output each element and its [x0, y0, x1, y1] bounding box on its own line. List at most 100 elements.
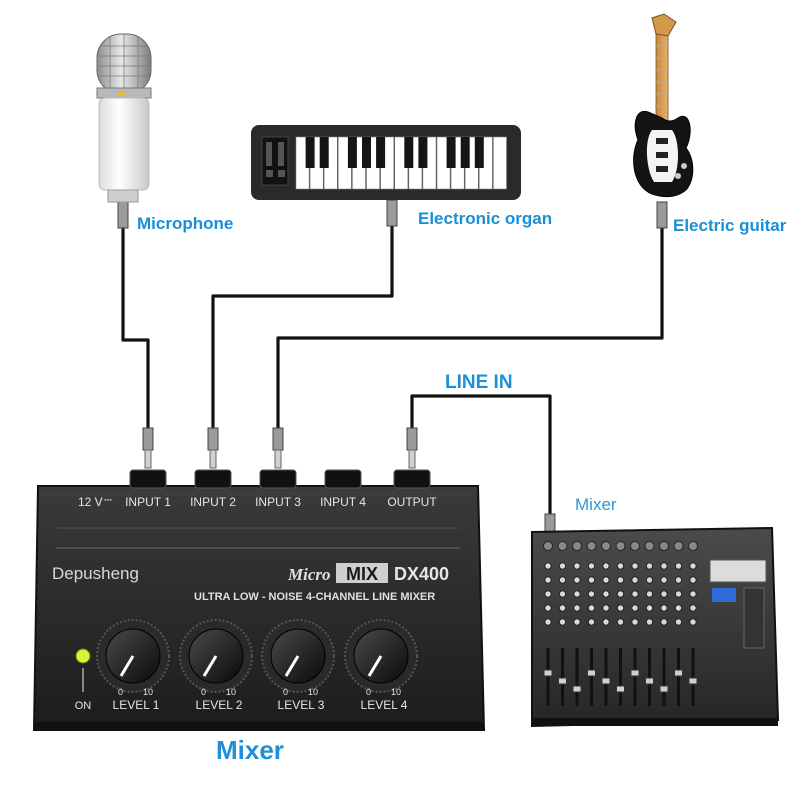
xlr-jack: [673, 541, 684, 551]
cable-microphone: [121, 228, 150, 430]
cable-line-in: [410, 394, 552, 518]
console-knob: [616, 590, 625, 598]
xlr-jack: [659, 541, 669, 551]
logo-mix: MIX: [346, 564, 378, 584]
console-knob: [660, 590, 668, 598]
console-knob: [573, 576, 581, 584]
brand-name: Depusheng: [52, 564, 139, 583]
fader-cap: [587, 669, 596, 677]
fader-cap: [572, 685, 582, 693]
fader-cap: [674, 669, 683, 677]
device-subtitle: ULTRA LOW - NOISE 4-CHANNEL LINE MIXER: [194, 591, 435, 603]
console-knob: [602, 590, 610, 598]
on-label: ON: [75, 700, 92, 712]
console-knob: [558, 590, 567, 598]
xlr-jack: [572, 541, 582, 551]
console-knob: [573, 604, 581, 612]
fader-track: [662, 648, 666, 706]
black-key: [319, 137, 329, 168]
device-text: 12 V ⎓ INPUT 1 INPUT 2 INPUT 3 INPUT 4 O…: [52, 495, 449, 712]
knob-max: 10: [308, 687, 318, 697]
xlr-jack: [630, 541, 640, 551]
input-label: INPUT 4: [320, 495, 366, 509]
fader-track: [648, 648, 651, 706]
console-knob: [616, 604, 625, 612]
black-key: [362, 137, 371, 168]
cable-guitar: [276, 228, 664, 430]
console-knob: [660, 604, 668, 612]
console-knob: [689, 562, 697, 570]
console-knob: [573, 590, 581, 598]
console-knob: [587, 576, 596, 584]
console-knob: [573, 562, 581, 570]
console-knob: [645, 562, 654, 570]
fader-track: [561, 648, 564, 706]
label-microphone: Microphone: [137, 214, 234, 233]
plug-microphone: [117, 201, 129, 229]
knob-level-2: [179, 619, 253, 693]
fader-track: [633, 648, 637, 706]
level-label: LEVEL 4: [361, 698, 408, 712]
console-knob: [689, 604, 697, 612]
label-electric-guitar: Electric guitar: [673, 216, 787, 235]
guitar-icon: [633, 13, 694, 198]
knob-max: 10: [143, 687, 153, 697]
cable-organ: [211, 225, 394, 430]
keyboard-icon: [251, 125, 521, 200]
knob-max: 10: [391, 687, 401, 697]
console-knob: [689, 576, 697, 584]
console-knob: [631, 590, 639, 598]
black-key: [376, 137, 386, 168]
fader-track: [546, 648, 550, 706]
mixing-console-icon: [531, 526, 780, 728]
console-knob: [631, 562, 639, 570]
console-knob: [660, 562, 668, 570]
label-line-in: LINE IN: [445, 372, 513, 393]
xlr-jack: [644, 541, 655, 551]
console-knob: [674, 604, 683, 612]
black-key: [347, 137, 357, 168]
input-label: INPUT 1: [125, 495, 171, 509]
console-knob: [544, 590, 552, 598]
output-label: OUTPUT: [387, 495, 437, 509]
fader-cap: [543, 669, 553, 677]
console-knob: [544, 618, 552, 626]
fader-track: [677, 648, 680, 706]
model-name: DX400: [394, 564, 449, 584]
fader-cap: [558, 677, 567, 685]
console-knob: [587, 618, 596, 626]
knob-max: 10: [226, 687, 236, 697]
fader-cap: [659, 685, 669, 693]
fader-cap: [601, 677, 611, 685]
console-knob: [573, 618, 581, 626]
console-knob: [674, 590, 683, 598]
fader-track: [604, 648, 608, 706]
xlr-jack: [543, 541, 553, 551]
black-key: [474, 137, 484, 168]
black-key: [418, 137, 428, 168]
console-channel-strips: [543, 541, 698, 706]
fader-cap: [645, 677, 654, 685]
plugs: [117, 199, 668, 553]
microphone-icon: [96, 33, 152, 203]
console-knob: [631, 604, 639, 612]
console-knob: [660, 576, 668, 584]
console-knob: [602, 618, 610, 626]
power-led: [75, 648, 91, 664]
console-knob: [689, 590, 697, 598]
keyboard-black-keys: [305, 137, 484, 168]
xlr-jack: [601, 541, 611, 551]
fader-track: [691, 648, 695, 706]
console-knob: [544, 562, 552, 570]
console-knob: [645, 604, 654, 612]
console-knob: [558, 562, 567, 570]
fader-cap: [616, 685, 625, 693]
label-mixer-main: Mixer: [216, 735, 284, 765]
cables: [121, 225, 664, 518]
console-knob: [544, 604, 552, 612]
xlr-jack: [688, 541, 698, 551]
console-knob: [674, 576, 683, 584]
console-knob: [602, 604, 610, 612]
